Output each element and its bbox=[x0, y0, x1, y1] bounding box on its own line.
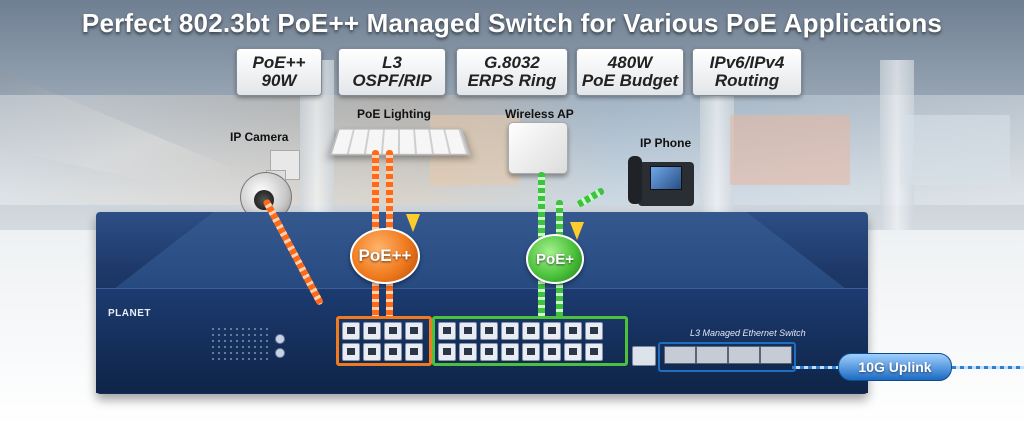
feature-tag-line1: 480W bbox=[607, 53, 653, 72]
poe-plus-badge: PoE+ bbox=[526, 234, 584, 284]
phone-screen bbox=[650, 166, 682, 190]
ethernet-port[interactable] bbox=[585, 322, 603, 340]
ethernet-port[interactable] bbox=[522, 322, 540, 340]
ethernet-port[interactable] bbox=[342, 343, 360, 361]
feature-tag-line2: PoE Budget bbox=[581, 71, 679, 90]
led-indicators bbox=[210, 326, 270, 362]
storefront bbox=[730, 115, 850, 185]
ethernet-port[interactable] bbox=[405, 343, 423, 361]
ethernet-port[interactable] bbox=[363, 343, 381, 361]
feature-tag-line2: OSPF/RIP bbox=[352, 71, 432, 90]
ethernet-port[interactable] bbox=[543, 343, 561, 361]
ethernet-port[interactable] bbox=[384, 322, 402, 340]
label-poe-lighting: PoE Lighting bbox=[357, 107, 431, 121]
lightning-icon bbox=[570, 222, 584, 240]
feature-tag-line1: IPv6/IPv4 bbox=[709, 53, 785, 72]
storefront bbox=[900, 115, 1010, 185]
ethernet-port[interactable] bbox=[522, 343, 540, 361]
wireless-ap-icon bbox=[508, 122, 568, 174]
sfp-port[interactable] bbox=[760, 346, 792, 364]
switch-name-label: L3 Managed Ethernet Switch bbox=[690, 328, 806, 338]
sfp-uplink-group bbox=[658, 342, 796, 372]
ethernet-port[interactable] bbox=[363, 322, 381, 340]
phone-handset bbox=[628, 156, 642, 204]
page-title: Perfect 802.3bt PoE++ Managed Switch for… bbox=[81, 8, 943, 38]
mode-button bbox=[275, 348, 285, 358]
ethernet-port[interactable] bbox=[384, 343, 402, 361]
poe-plus-plus-badge: PoE++ bbox=[350, 228, 420, 284]
poe-lighting-icon bbox=[329, 128, 471, 156]
sfp-port[interactable] bbox=[728, 346, 760, 364]
label-ip-phone: IP Phone bbox=[640, 136, 692, 150]
feature-tag-line2: Routing bbox=[714, 71, 780, 90]
ethernet-port[interactable] bbox=[543, 322, 561, 340]
ethernet-port[interactable] bbox=[480, 343, 498, 361]
sfp-port[interactable] bbox=[664, 346, 696, 364]
ethernet-port[interactable] bbox=[564, 343, 582, 361]
feature-tag-routing: IPv6/IPv4 Routing bbox=[692, 48, 802, 96]
brand-logo: PLANET bbox=[108, 308, 151, 319]
poe-plus-plus-ports bbox=[336, 316, 432, 366]
feature-tag-line2: 90W bbox=[261, 71, 297, 90]
ethernet-port[interactable] bbox=[459, 343, 477, 361]
ethernet-port[interactable] bbox=[405, 322, 423, 340]
feature-tag-line2: ERPS Ring bbox=[467, 71, 557, 90]
ethernet-port[interactable] bbox=[501, 343, 519, 361]
feature-tag-line1: PoE++ bbox=[252, 53, 306, 72]
poe-plus-ports bbox=[432, 316, 628, 366]
ethernet-port[interactable] bbox=[438, 322, 456, 340]
console-port[interactable] bbox=[632, 346, 656, 366]
ethernet-port[interactable] bbox=[459, 322, 477, 340]
ethernet-port[interactable] bbox=[480, 322, 498, 340]
feature-tag-l3: L3 OSPF/RIP bbox=[338, 48, 446, 96]
uplink-badge: 10G Uplink bbox=[838, 353, 952, 381]
ip-phone-icon bbox=[628, 152, 694, 208]
label-wireless-ap: Wireless AP bbox=[505, 107, 574, 121]
feature-tag-erps: G.8032 ERPS Ring bbox=[456, 48, 568, 96]
ethernet-port[interactable] bbox=[342, 322, 360, 340]
ethernet-port[interactable] bbox=[438, 343, 456, 361]
lightning-icon bbox=[406, 214, 420, 232]
feature-tag-budget: 480W PoE Budget bbox=[576, 48, 684, 96]
switch-top-panel bbox=[110, 212, 850, 292]
reset-button bbox=[275, 334, 285, 344]
feature-tag-line1: G.8032 bbox=[484, 53, 540, 72]
feature-tag-poe: PoE++ 90W bbox=[236, 48, 322, 96]
ethernet-port[interactable] bbox=[501, 322, 519, 340]
label-ip-camera: IP Camera bbox=[230, 130, 289, 144]
feature-tag-line1: L3 bbox=[382, 53, 402, 72]
ethernet-port[interactable] bbox=[585, 343, 603, 361]
sfp-port[interactable] bbox=[696, 346, 728, 364]
ethernet-port[interactable] bbox=[564, 322, 582, 340]
